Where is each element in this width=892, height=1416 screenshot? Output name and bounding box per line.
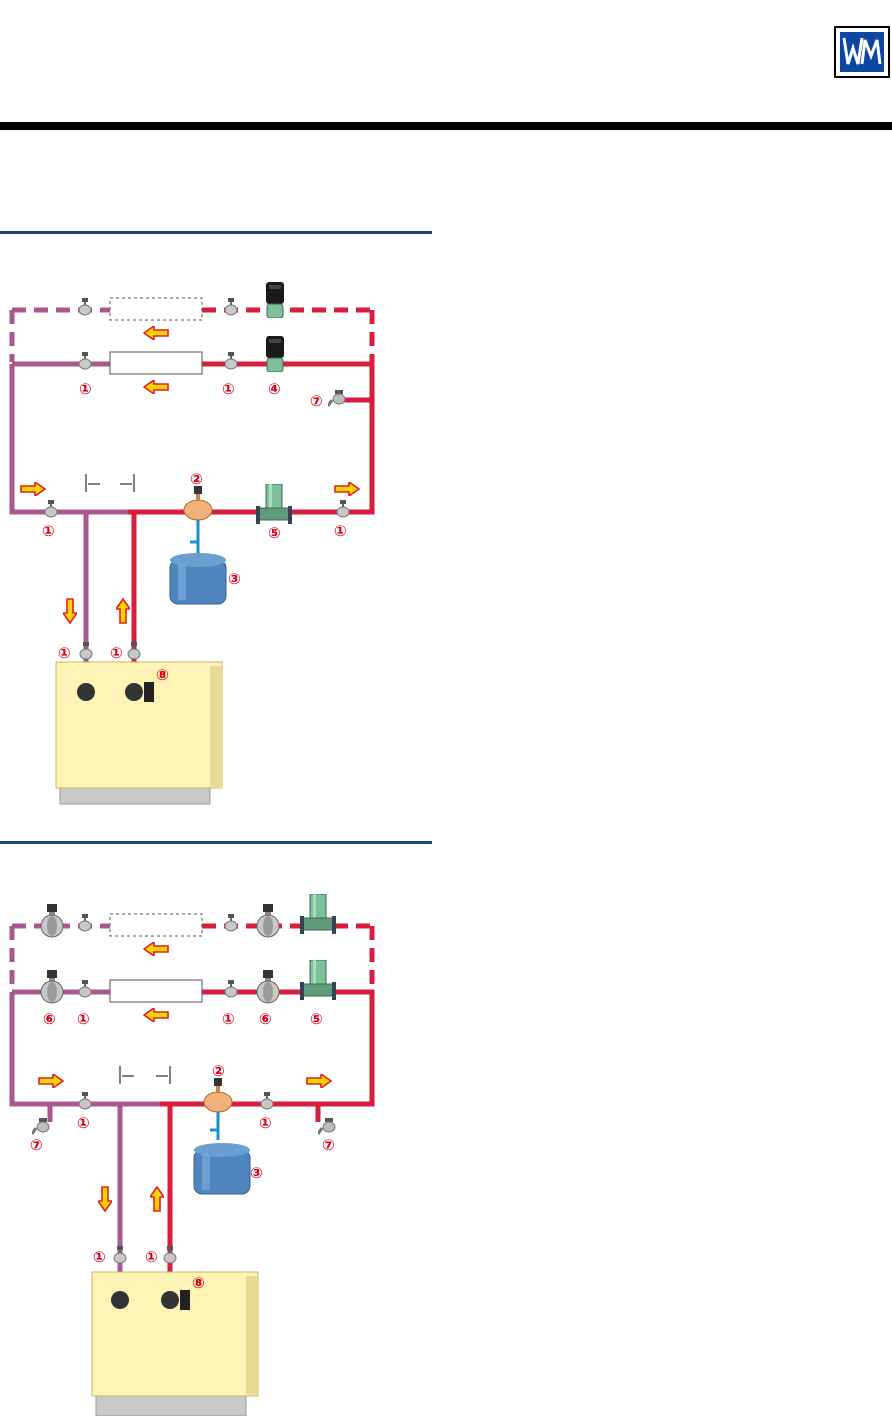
ball-valve-icon <box>79 298 91 315</box>
flow-arrow-icon <box>21 482 45 496</box>
ball-valve-icon <box>114 1246 126 1263</box>
callout-label: ③ <box>250 1164 263 1182</box>
section-rule-top <box>0 231 432 234</box>
flow-arrow-icon <box>335 482 359 496</box>
callout-label: ① <box>93 1248 106 1266</box>
flow-arrow-icon <box>150 1187 164 1211</box>
callout-label: ① <box>334 522 347 540</box>
ball-valve-icon <box>79 980 91 997</box>
flow-arrow-icon <box>144 942 168 956</box>
heat-emitter <box>110 352 202 374</box>
flow-arrow-icon <box>63 599 77 623</box>
callout-label: ⑥ <box>259 1010 272 1028</box>
flow-arrow-icon <box>116 599 130 623</box>
wm-logo-icon <box>834 26 890 78</box>
expansion-tank-icon <box>170 553 226 604</box>
callout-label: ⑦ <box>322 1136 335 1154</box>
drain-valve-icon <box>328 390 345 406</box>
flow-arrow-icon <box>144 326 168 340</box>
callout-label: ⑥ <box>43 1010 56 1028</box>
flow-arrow-icon <box>144 380 168 394</box>
zone-valve-icon <box>266 282 284 318</box>
ball-valve-icon <box>225 352 237 369</box>
callout-label: ⑦ <box>30 1136 43 1154</box>
callout-label: ① <box>77 1010 90 1028</box>
boiler-icon <box>92 1272 258 1416</box>
callout-label: ⑧ <box>156 666 169 684</box>
ball-valve-icon <box>261 1092 273 1109</box>
heat-emitter-dashed <box>110 298 202 320</box>
air-separator-icon <box>257 970 279 1003</box>
circulator-pump-icon <box>256 484 292 524</box>
callout-label: ① <box>222 1010 235 1028</box>
callout-label: ④ <box>268 380 281 398</box>
spacing-marker <box>86 474 134 492</box>
spacing-marker <box>120 1066 170 1084</box>
expansion-tank-icon <box>194 1143 250 1194</box>
air-separator-icon <box>257 904 279 937</box>
callout-label: ⑤ <box>268 524 281 542</box>
heat-emitter <box>110 980 202 1002</box>
air-separator-icon <box>41 904 63 937</box>
callout-label: ⑧ <box>192 1274 205 1292</box>
callout-label: ① <box>110 644 123 662</box>
callout-label: ② <box>212 1062 225 1080</box>
ball-valve-icon <box>225 914 237 931</box>
flow-arrow-icon <box>98 1187 112 1211</box>
callout-label: ③ <box>228 570 241 588</box>
boiler-icon <box>56 662 222 804</box>
flow-arrow-icon <box>39 1074 63 1088</box>
ball-valve-icon <box>45 500 57 517</box>
callout-label: ⑤ <box>310 1010 323 1028</box>
circulator-pump-icon <box>300 894 336 934</box>
callout-label: ① <box>77 1114 90 1132</box>
ball-valve-icon <box>79 1092 91 1109</box>
air-separator-icon <box>41 970 63 1003</box>
ball-valve-icon <box>128 642 140 659</box>
piping-diagram-zone-valves: ① ① ④ ⑦ ② ① ⑤ ① ③ ① ① ⑧ <box>0 262 432 822</box>
callout-label: ① <box>222 380 235 398</box>
ball-valve-icon <box>164 1246 176 1263</box>
drain-valve-icon <box>318 1118 335 1134</box>
flow-control-valve-icon <box>204 1078 232 1112</box>
callout-label: ① <box>145 1248 158 1266</box>
callout-label: ① <box>79 380 92 398</box>
callout-label: ② <box>190 470 203 488</box>
flow-arrow-icon <box>307 1074 331 1088</box>
drain-valve-icon <box>32 1118 49 1134</box>
callout-label: ⑦ <box>310 392 323 410</box>
callout-label: ① <box>42 522 55 540</box>
ball-valve-icon <box>225 298 237 315</box>
ball-valve-icon <box>225 980 237 997</box>
flow-arrow-icon <box>144 1008 168 1022</box>
callout-label: ① <box>259 1114 272 1132</box>
ball-valve-icon <box>337 500 349 517</box>
heat-emitter-dashed <box>110 914 202 936</box>
ball-valve-icon <box>80 642 92 659</box>
ball-valve-icon <box>79 914 91 931</box>
zone-valve-icon <box>266 336 284 372</box>
header-rule <box>0 122 892 130</box>
piping-diagram-circulators: ⑥ ① ① ⑥ ⑤ ② ① ① ⑦ ⑦ ③ ① ① ⑧ <box>0 872 432 1416</box>
flow-control-valve-icon <box>184 486 212 520</box>
circulator-pump-icon <box>300 960 336 1000</box>
callout-label: ① <box>58 644 71 662</box>
section-rule-bottom <box>0 841 432 844</box>
ball-valve-icon <box>79 352 91 369</box>
